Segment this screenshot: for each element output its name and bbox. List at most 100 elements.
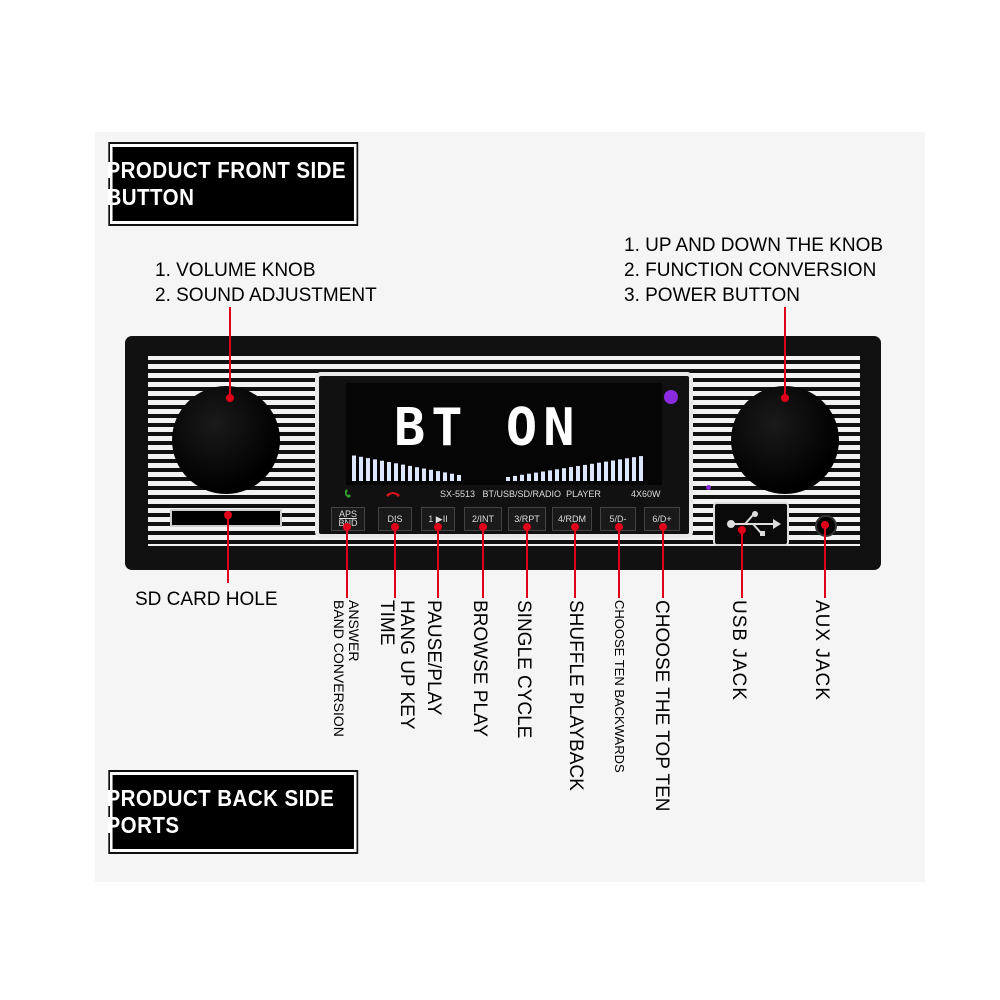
eq-bar-left — [443, 472, 447, 481]
eq-bar-left — [429, 469, 433, 481]
volume-callout-dot — [226, 394, 234, 402]
eq-bar-left — [387, 462, 391, 481]
eq-bar-left — [436, 471, 440, 481]
eq-bar-left — [450, 473, 454, 481]
label-shuffle-playback: SHUFFLE PLAYBACK — [565, 600, 586, 791]
function-callout-dot — [781, 394, 789, 402]
model-strip: SX-5513 BT/USB/SD/RADIO PLAYER — [440, 489, 601, 499]
front-side-title: PRODUCT FRONT SIDE BUTTON — [107, 142, 359, 226]
callout-dot-usb — [738, 526, 746, 534]
lcd-text: BT ON — [394, 398, 581, 458]
callout-line-d-minus — [618, 525, 620, 598]
left-feature-2: 2. SOUND ADJUSTMENT — [155, 285, 377, 306]
callout-dot-rpt — [523, 523, 531, 531]
faceplate-stripe — [148, 360, 860, 364]
eq-bar-right — [513, 475, 517, 481]
sd-card-label: SD CARD HOLE — [135, 589, 278, 610]
eq-bar-right — [611, 460, 615, 481]
aps-label: APS — [338, 509, 357, 519]
eq-bar-right — [520, 474, 524, 481]
callout-line-d-plus — [662, 525, 664, 598]
lcd-graphics: BT ON — [352, 398, 643, 481]
left-knob-features: 1. VOLUME KNOB 2. SOUND ADJUSTMENT — [155, 258, 377, 308]
indicator-light — [664, 390, 678, 404]
eq-bar-left — [457, 475, 461, 481]
eq-bar-right — [618, 459, 622, 481]
callout-line-aps — [346, 525, 348, 598]
eq-bar-right — [569, 467, 573, 481]
function-knob[interactable] — [731, 386, 839, 494]
usb-icon — [727, 511, 781, 536]
folder-up-button[interactable]: 6/D+ — [644, 507, 680, 531]
right-feature-3: 3. POWER BUTTON — [624, 285, 800, 306]
eq-bar-left — [422, 468, 426, 481]
eq-bar-left — [394, 463, 398, 481]
right-knob-features: 1. UP AND DOWN THE KNOB 2. FUNCTION CONV… — [624, 233, 883, 308]
usb-port[interactable] — [713, 502, 789, 546]
eq-bar-right — [562, 468, 566, 481]
label-pause-play: PAUSE/PLAY — [423, 600, 444, 716]
eq-bar-right — [604, 461, 608, 481]
callout-dot-dis — [391, 523, 399, 531]
eq-bar-left — [380, 460, 384, 481]
eq-bar-left — [415, 467, 419, 481]
sd-callout-line — [227, 515, 229, 583]
label-choose-ten-backwards: CHOOSE TEN BACKWARDS — [612, 600, 627, 773]
lcd-screen: BT ON — [346, 383, 678, 485]
eq-bar-left — [408, 465, 412, 481]
function-callout-line — [784, 307, 786, 399]
back-side-title: PRODUCT BACK SIDE PORTS — [107, 770, 359, 854]
source-list: BT/USB/SD/RADIO — [482, 489, 562, 499]
eq-bar-left — [366, 458, 370, 481]
label-browse-play: BROWSE PLAY — [469, 600, 490, 737]
callout-dot-d-minus — [615, 523, 623, 531]
player-text: PLAYER — [566, 489, 601, 499]
label-answer-band: ANSWER BAND CONVERSION — [331, 600, 362, 737]
eq-bar-left — [359, 456, 363, 481]
callout-dot-aps — [343, 523, 351, 531]
callout-line-aux — [824, 526, 826, 598]
label-hang-up-key: HANG UP KEY — [396, 600, 417, 730]
model-number: SX-5513 — [440, 489, 476, 499]
volume-knob[interactable] — [172, 386, 280, 494]
faceplate-stripe — [148, 540, 860, 544]
eq-bar-right — [548, 470, 552, 481]
eq-bar-right — [590, 463, 594, 481]
callout-line-int — [482, 525, 484, 598]
callout-dot-rdm — [571, 523, 579, 531]
label-band-conversion: BAND CONVERSION — [331, 600, 347, 737]
label-choose-top-ten: CHOOSE THE TOP TEN — [651, 600, 672, 812]
eq-bar-right — [506, 477, 510, 481]
eq-bar-left — [373, 459, 377, 481]
label-answer: ANSWER — [346, 600, 362, 662]
label-usb-jack: USB JACK — [728, 600, 749, 701]
volume-callout-line — [229, 307, 231, 399]
callout-line-play — [437, 525, 439, 598]
eq-bar-left — [352, 455, 356, 481]
eq-bar-right — [625, 458, 629, 481]
callout-dot-d-plus — [659, 523, 667, 531]
eq-bar-right — [632, 457, 636, 481]
label-hangup-time: HANG UP KEY TIME — [376, 600, 417, 730]
eq-bar-right — [597, 462, 601, 481]
callout-line-dis — [394, 525, 396, 598]
label-single-cycle: SINGLE CYCLE — [513, 600, 534, 739]
eq-bar-right — [534, 472, 538, 481]
hang-up-icon — [386, 492, 400, 497]
callout-line-rpt — [526, 525, 528, 598]
label-time: TIME — [376, 600, 397, 646]
right-feature-2: 2. FUNCTION CONVERSION — [624, 260, 877, 281]
eq-bar-right — [576, 466, 580, 481]
status-led — [706, 485, 711, 490]
eq-bar-right — [527, 473, 531, 481]
eq-bar-right — [583, 464, 587, 481]
callout-line-usb — [741, 530, 743, 598]
eq-bar-right — [541, 471, 545, 481]
eq-bar-right — [555, 469, 559, 481]
right-feature-1: 1. UP AND DOWN THE KNOB — [624, 235, 884, 256]
sd-callout-dot — [224, 511, 232, 519]
callout-dot-play — [434, 523, 442, 531]
eq-bar-left — [401, 464, 405, 481]
eq-bar-right — [639, 456, 643, 481]
answer-call-icon — [344, 489, 351, 498]
